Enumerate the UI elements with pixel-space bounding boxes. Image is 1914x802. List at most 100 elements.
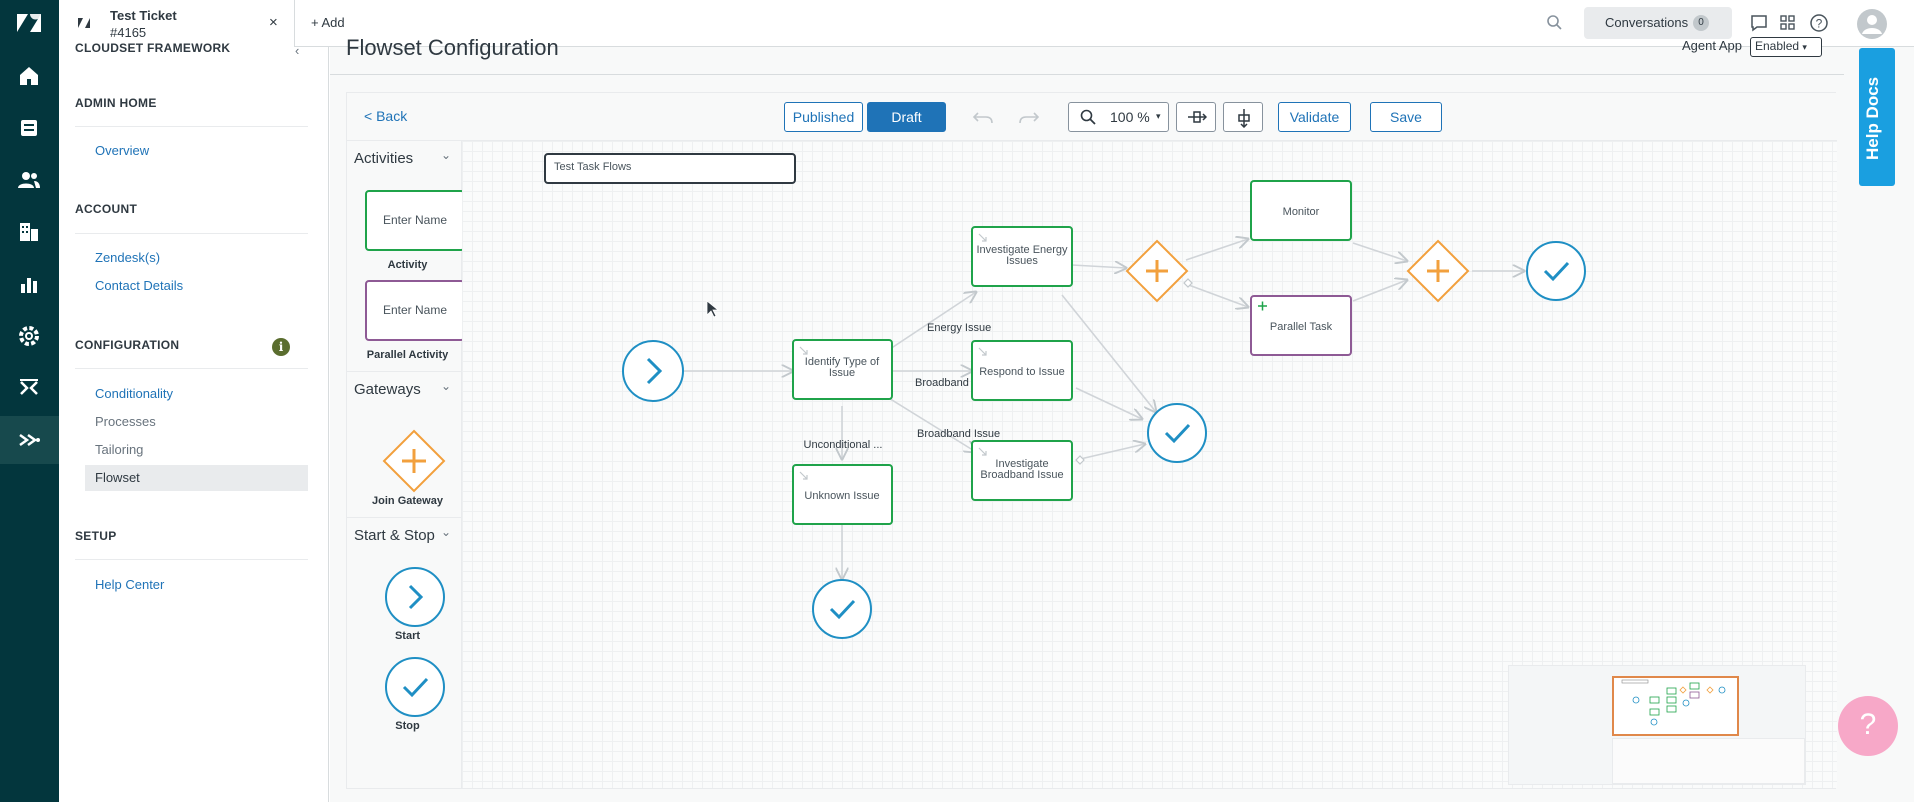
edge-gateway-parallel (1185, 283, 1248, 307)
canvas-minimap[interactable] (1508, 665, 1806, 785)
edge-label-unconditional: Unconditional ... (804, 439, 883, 451)
svg-text:?: ? (1816, 17, 1823, 31)
chevron-down-icon[interactable]: ⌄ (441, 379, 452, 393)
vertical-layout-button[interactable] (1223, 102, 1263, 132)
activity-energy[interactable]: Investigate Energy Issues (971, 226, 1073, 287)
start-event-node[interactable] (622, 340, 684, 402)
sidebar-item-processes[interactable]: Processes (95, 414, 156, 429)
add-button[interactable]: + Add (311, 15, 345, 30)
customers-icon[interactable] (17, 168, 41, 192)
section-configuration: CONFIGURATION (75, 338, 180, 352)
agent-app-label: Agent App (1682, 38, 1742, 53)
stop-shape-label: Stop (395, 720, 420, 732)
save-button[interactable]: Save (1370, 102, 1442, 132)
tab-title: Test Ticket (110, 8, 177, 23)
stop-event-node[interactable] (812, 579, 872, 639)
organizations-icon[interactable] (17, 220, 41, 244)
edge-broadband-stop (1075, 444, 1145, 461)
activity-identify[interactable]: Identify Type of Issue (792, 339, 893, 400)
left-nav (0, 0, 59, 802)
chevron-down-icon[interactable]: ⌄ (441, 525, 452, 539)
zendesk-logo-icon[interactable] (15, 12, 43, 34)
ticket-tab[interactable]: Test Ticket #4165 × (59, 0, 295, 47)
agent-app-select[interactable]: Enabled ▾ (1750, 37, 1822, 57)
search-icon[interactable] (1545, 13, 1565, 33)
top-bar: Test Ticket #4165 × + Add Conversations … (59, 0, 1914, 47)
user-avatar-icon[interactable] (1856, 8, 1888, 40)
help-docs-label: Help Docs (1863, 76, 1882, 160)
editor-toolbar: < Back Published Draft 100 % ▾ Validate … (347, 93, 1837, 141)
minimap-area (1612, 738, 1805, 784)
sidebar-item-tailoring[interactable]: Tailoring (95, 442, 144, 457)
parallel-activity-shape[interactable]: Enter Name (365, 280, 465, 341)
svg-text:Issue: Issue (829, 367, 855, 379)
activity-broadband[interactable]: Investigate Broadband Issue (971, 440, 1073, 501)
start-shape-label: Start (394, 630, 421, 642)
activity-unknown[interactable]: Unknown Issue (792, 464, 893, 525)
activity-respond[interactable]: Respond to Issue (971, 340, 1073, 401)
cloudset-app-icon[interactable] (17, 428, 41, 452)
split-gateway-node[interactable] (1125, 239, 1189, 303)
help-fab-icon: ? (1859, 708, 1877, 741)
help-icon[interactable]: ? (1809, 13, 1829, 33)
horizontal-layout-button[interactable] (1176, 102, 1216, 132)
tools-icon[interactable] (17, 376, 41, 400)
validate-button[interactable]: Validate (1278, 102, 1351, 132)
conversations-button[interactable]: Conversations 0 (1584, 7, 1732, 39)
sidebar-item-contact-details[interactable]: Contact Details (95, 278, 184, 293)
activity-monitor[interactable]: Monitor (1250, 180, 1352, 241)
selected-item-highlight (85, 465, 308, 491)
reporting-icon[interactable] (17, 272, 41, 296)
zoom-value: 100 % (1110, 109, 1150, 125)
divider (75, 368, 308, 369)
stop-event-node[interactable] (1147, 403, 1207, 463)
horizontal-layout-icon (1188, 111, 1207, 123)
divider (347, 371, 462, 372)
redo-icon[interactable] (1018, 109, 1040, 125)
stop-event-shape[interactable] (384, 656, 446, 718)
stop-event-node[interactable] (1526, 241, 1586, 301)
join-gateway-node[interactable] (1406, 239, 1470, 303)
sidebar-item-flowset[interactable]: Flowset (95, 470, 140, 485)
back-link[interactable]: < Back (364, 108, 408, 124)
edge-gateway-monitor (1185, 239, 1248, 261)
chat-icon[interactable] (1749, 13, 1769, 33)
activity-shape[interactable]: Enter Name (365, 190, 465, 251)
flow-canvas[interactable]: Test Task Flows (462, 141, 1837, 788)
sidebar-item-conditionality[interactable]: Conditionality (95, 386, 174, 401)
close-tab-icon[interactable]: × (269, 14, 278, 31)
draft-button[interactable]: Draft (867, 102, 946, 132)
sidebar-item-overview[interactable]: Overview (95, 143, 150, 158)
chevron-down-icon[interactable]: ⌄ (441, 148, 452, 162)
start-event-shape[interactable] (384, 566, 446, 628)
activity-monitor-label: Monitor (1283, 206, 1320, 218)
sidebar-item-help-center[interactable]: Help Center (95, 577, 165, 592)
published-button[interactable]: Published (784, 102, 863, 132)
section-admin-home: ADMIN HOME (75, 96, 157, 110)
zoom-control[interactable]: 100 % ▾ (1068, 102, 1169, 132)
sidebar-item-zendesks[interactable]: Zendesk(s) (95, 250, 161, 265)
info-icon[interactable]: i (272, 338, 290, 356)
admin-gear-icon[interactable] (17, 324, 41, 348)
join-gateway-shape[interactable] (381, 428, 447, 494)
help-fab-button[interactable]: ? (1838, 696, 1898, 756)
header-divider (330, 74, 1844, 75)
views-icon[interactable] (17, 116, 41, 140)
svg-text:Investigate Energy: Investigate Energy (976, 244, 1068, 256)
nav-active-highlight (0, 416, 59, 464)
activity-shape-label: Activity (387, 259, 428, 271)
parallel-activity-node[interactable]: Parallel Task (1250, 295, 1352, 356)
minimap-viewport[interactable] (1612, 676, 1739, 736)
vertical-layout-icon (1238, 109, 1250, 128)
undo-icon[interactable] (972, 109, 994, 125)
gateways-heading: Gateways (354, 381, 421, 398)
activity-unknown-label: Unknown Issue (804, 490, 879, 502)
help-docs-tab[interactable]: Help Docs (1859, 48, 1895, 186)
flow-name-input[interactable]: Test Task Flows (544, 153, 796, 184)
home-icon[interactable] (17, 64, 41, 88)
divider (75, 559, 308, 560)
edge-label-energy: Energy Issue (927, 322, 991, 334)
ticket-icon (78, 18, 90, 28)
apps-grid-icon[interactable] (1778, 13, 1798, 33)
collapse-sidebar-icon[interactable]: ‹ (295, 43, 300, 58)
